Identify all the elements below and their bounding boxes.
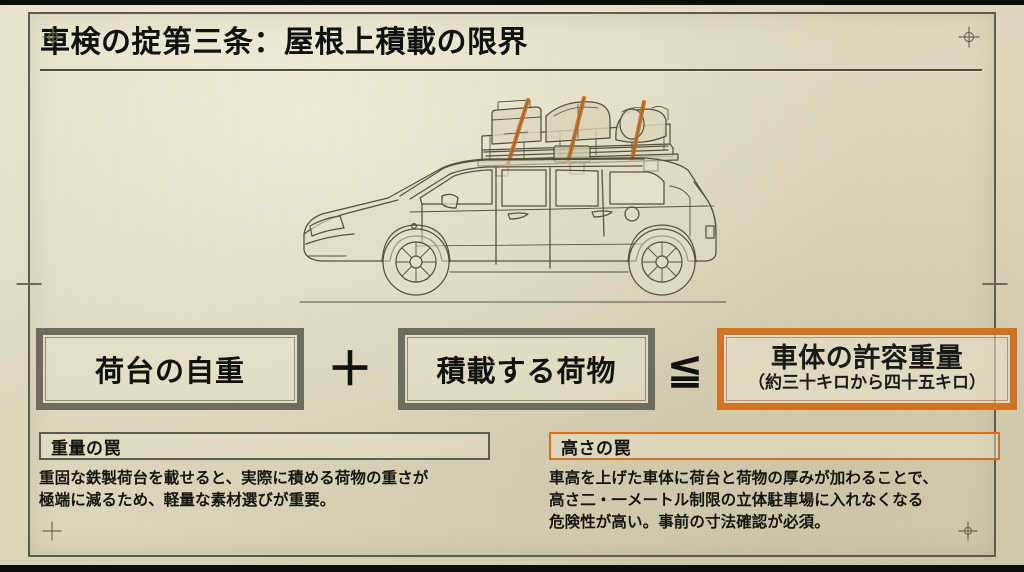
operator-plus: ＋ [327, 342, 373, 396]
title-divider [40, 69, 982, 72]
term-label-tare-weight: 荷台の自重 [94, 354, 245, 388]
page-title: 車検の掟第三条：屋根上積載の限界 [40, 25, 528, 60]
panel-height-trap-body: 車高を上げた車体に荷台と荷物の厚みが加わることで、 高さ二・一メートル制限の立体… [549, 467, 1000, 533]
panel-height-trap-heading: 高さの罠 [561, 438, 631, 459]
letterbox-top [0, 0, 1024, 5]
panel-height-trap-line: 高さ二・一メートル制限の立体駐車場に入れなくなる [549, 491, 924, 509]
panel-weight-trap-line: 極端に減るため、軽量な素材選びが重要。 [39, 491, 336, 509]
operator-less-than-or-equal: ≦ [666, 343, 704, 394]
panel-height-trap-line: 車高を上げた車体に荷台と荷物の厚みが加わることで、 [549, 469, 938, 487]
panel-weight-trap: 重量の罠 重固な鉄製荷台を載せると、実際に積める荷物の重さが 極端に減るため、軽… [39, 432, 490, 511]
panel-height-trap: 高さの罠 車高を上げた車体に荷台と荷物の厚みが加わることで、 高さ二・一メートル… [549, 432, 1000, 533]
panel-height-trap-line: 危険性が高い。事前の寸法確認が必須。 [549, 513, 830, 531]
term-box-tare-weight: 荷台の自重 [36, 328, 304, 410]
term-sublabel-allowable-range: （約三十キロから四十五キロ） [748, 373, 986, 394]
suv-illustration [292, 86, 732, 311]
panel-weight-trap-line: 重固な鉄製荷台を載せると、実際に積める荷物の重さが [39, 469, 429, 487]
term-label-cargo: 積載する荷物 [436, 354, 617, 388]
term-box-allowable-weight: 車体の許容重量 （約三十キロから四十五キロ） [717, 328, 1017, 410]
panel-weight-trap-heading: 重量の罠 [51, 438, 121, 459]
title-zone: 車検の掟第三条：屋根上積載の限界 [40, 26, 984, 72]
letterbox-bottom [0, 565, 1024, 572]
term-box-cargo: 積載する荷物 [398, 328, 655, 410]
panel-weight-trap-body: 重固な鉄製荷台を載せると、実際に積める荷物の重さが 極端に減るため、軽量な素材選… [39, 467, 490, 511]
formula-row: 荷台の自重 ＋ 積載する荷物 ≦ 車体の許容重量 （約三十キロから四十五キロ） [36, 328, 1017, 416]
panel-height-trap-header: 高さの罠 [549, 432, 1000, 460]
term-label-allowable-weight: 車体の許容重量 [770, 342, 964, 374]
panel-weight-trap-header: 重量の罠 [39, 432, 490, 460]
suv-line-drawing [299, 95, 727, 303]
